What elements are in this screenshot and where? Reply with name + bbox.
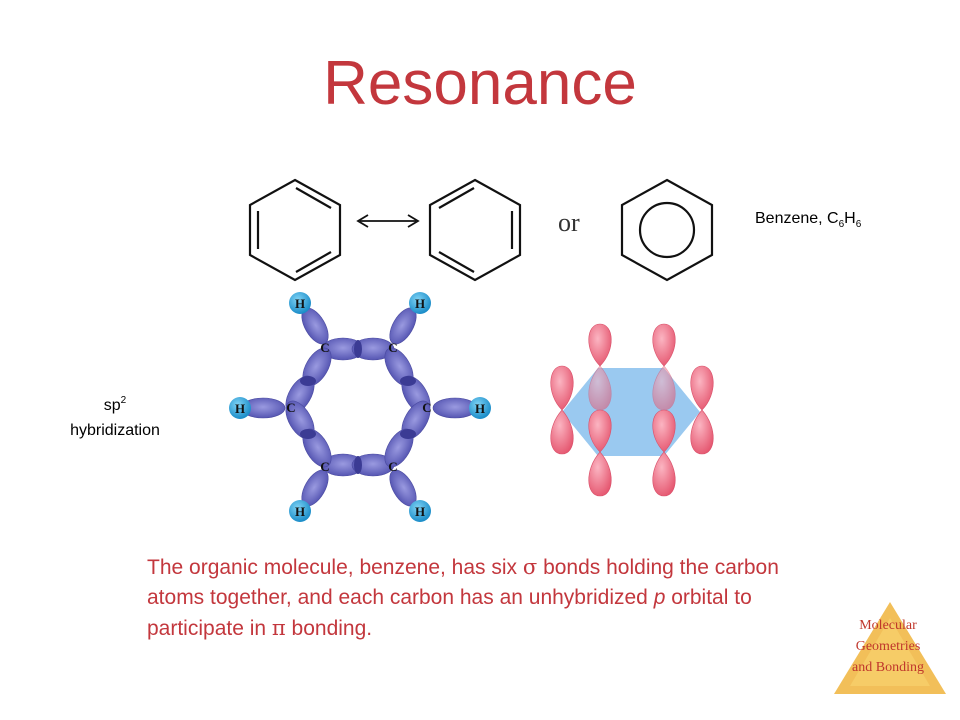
sigma-bond-framework: H H H H H H C C C C C C <box>229 292 491 522</box>
benzene-circle-structure <box>620 178 714 282</box>
course-logo <box>834 602 946 694</box>
hydrogen-atom <box>409 500 431 522</box>
resonance-arrow <box>356 214 420 228</box>
c-label: C <box>388 459 397 474</box>
h-label: H <box>415 296 425 311</box>
or-text: or <box>558 208 580 237</box>
h-label: H <box>235 401 245 416</box>
slide-title: Resonance <box>323 49 637 118</box>
hydrogen-atom <box>409 292 431 314</box>
c-label: C <box>286 400 295 415</box>
h-label: H <box>415 504 425 519</box>
course-logo-text: Molecular Geometries and Bonding <box>852 618 924 675</box>
h-label: H <box>295 504 305 519</box>
hydrogen-atom <box>289 292 311 314</box>
benzene-formula-label: Benzene, C6H6 <box>755 210 862 230</box>
caption-text: The organic molecule, benzene, has six σ… <box>147 555 779 640</box>
h-label: H <box>295 296 305 311</box>
h-label: H <box>475 401 485 416</box>
c-label: C <box>320 340 329 355</box>
sp2-hybridization-label: sp2 hybridization <box>70 395 160 439</box>
kekule-structure-1 <box>248 178 342 282</box>
c-label: C <box>388 340 397 355</box>
kekule-structure-2 <box>428 178 522 282</box>
c-label: C <box>422 400 431 415</box>
hydrogen-atom <box>229 397 251 419</box>
hydrogen-atom <box>469 397 491 419</box>
hydrogen-atom <box>289 500 311 522</box>
c-label: C <box>320 459 329 474</box>
p-orbital-diagram <box>550 323 714 497</box>
